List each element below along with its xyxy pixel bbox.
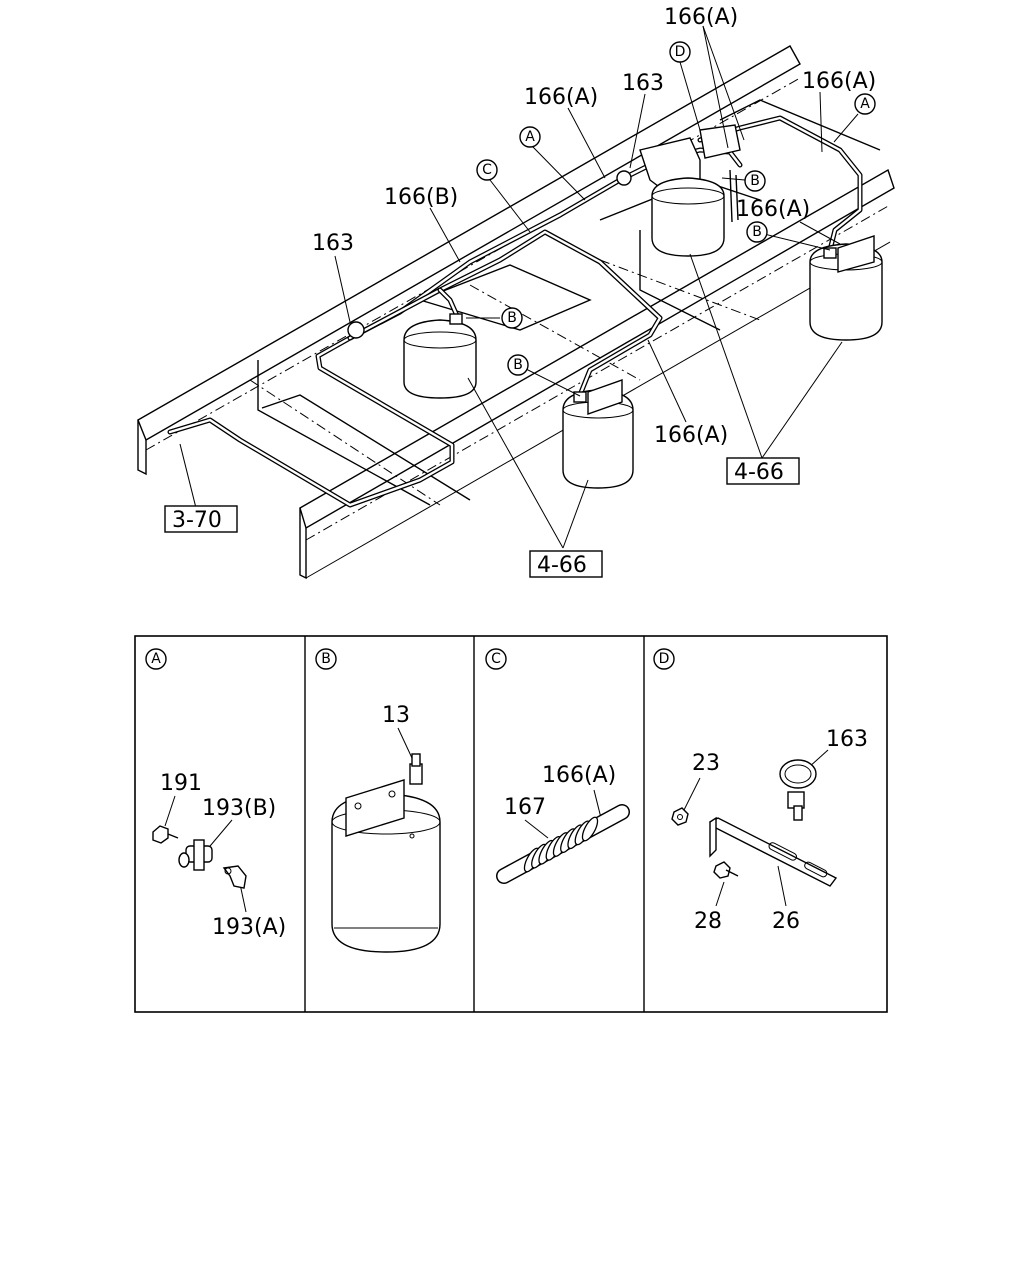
- svg-text:A: A: [860, 96, 870, 112]
- detail-panel-a: A 191 193(B) 193(A): [145, 648, 286, 940]
- ref-4-66-b: 4-66: [726, 457, 800, 485]
- callout-b-right: B: [746, 221, 768, 243]
- ref-3-70: 3-70: [164, 505, 238, 533]
- callout-circles: D A A C B B B B: [476, 41, 876, 376]
- label-163-top: 163: [622, 71, 664, 96]
- air-spring-3: [651, 177, 725, 257]
- svg-text:C: C: [491, 651, 501, 667]
- label-166b: 166(B): [384, 185, 458, 210]
- svg-text:C: C: [482, 162, 492, 178]
- svg-text:D: D: [675, 44, 686, 60]
- elbow-fitting-193a: [222, 865, 247, 889]
- detail-panel-d: D 23 163 28 26: [653, 648, 868, 934]
- detail-panel-b: B 13: [315, 648, 441, 953]
- svg-text:B: B: [513, 357, 523, 373]
- detail-panel-c: C 166(A) 167: [485, 648, 630, 884]
- tee-fitting-193b: [178, 839, 213, 871]
- callout-a-right: A: [854, 93, 876, 115]
- part-28-label: 28: [694, 909, 722, 934]
- svg-text:A: A: [525, 129, 535, 145]
- air-spring-detail: [331, 753, 441, 953]
- part-167-label: 167: [504, 795, 546, 820]
- ref-4-66-a: 4-66: [529, 550, 603, 578]
- leader-lines: [179, 25, 859, 549]
- part-166a-c-label: 166(A): [542, 763, 616, 788]
- svg-text:4-66: 4-66: [734, 460, 784, 485]
- air-spring-1: [403, 313, 477, 399]
- svg-text:D: D: [659, 651, 670, 667]
- pipe-with-protector: [496, 804, 630, 884]
- callout-b-left: B: [501, 307, 523, 329]
- panel-b-key: B: [315, 648, 337, 670]
- reference-boxes: 3-70 4-66 4-66: [164, 457, 800, 578]
- callout-d: D: [669, 41, 691, 63]
- air-spring-4: [809, 235, 883, 341]
- callout-b-center: B: [507, 354, 529, 376]
- label-166a-right: 166(A): [802, 69, 876, 94]
- bolt-191: [152, 825, 179, 844]
- panel-c-key: C: [485, 648, 507, 670]
- part-23-label: 23: [692, 751, 720, 776]
- svg-text:B: B: [507, 310, 517, 326]
- svg-text:3-70: 3-70: [172, 508, 222, 533]
- panel-d-key: D: [653, 648, 675, 670]
- part-193a-label: 193(A): [212, 915, 286, 940]
- nut-23: [671, 807, 689, 826]
- bolt-28: [713, 861, 739, 879]
- air-spring-2: [562, 379, 634, 489]
- label-166a-top: 166(A): [664, 5, 738, 30]
- coil-ring: [581, 816, 599, 842]
- svg-text:B: B: [752, 224, 762, 240]
- part-13-label: 13: [382, 703, 410, 728]
- svg-text:B: B: [321, 651, 331, 667]
- label-166a-rightlow: 166(A): [736, 197, 810, 222]
- callout-a-mid: A: [519, 126, 541, 148]
- part-193b-label: 193(B): [202, 796, 276, 821]
- part-26-label: 26: [772, 909, 800, 934]
- svg-text:4-66: 4-66: [537, 553, 587, 578]
- air-pipes: [167, 115, 863, 508]
- detail-panels: [134, 635, 888, 1013]
- label-166a-mid: 166(A): [524, 85, 598, 110]
- panel-a-key: A: [145, 648, 167, 670]
- callout-c: C: [476, 159, 498, 181]
- svg-text:A: A: [151, 651, 161, 667]
- svg-text:B: B: [750, 173, 760, 189]
- label-163-left: 163: [312, 231, 354, 256]
- main-labels: 166(A) 163 166(A) 166(A) 166(B) 163 166(…: [312, 5, 876, 448]
- clip-163: [779, 759, 817, 821]
- part-163-d-label: 163: [826, 727, 868, 752]
- label-166a-center: 166(A): [654, 423, 728, 448]
- callout-b-upper: B: [744, 170, 766, 192]
- part-191-label: 191: [160, 771, 202, 796]
- bracket-26: [709, 816, 838, 887]
